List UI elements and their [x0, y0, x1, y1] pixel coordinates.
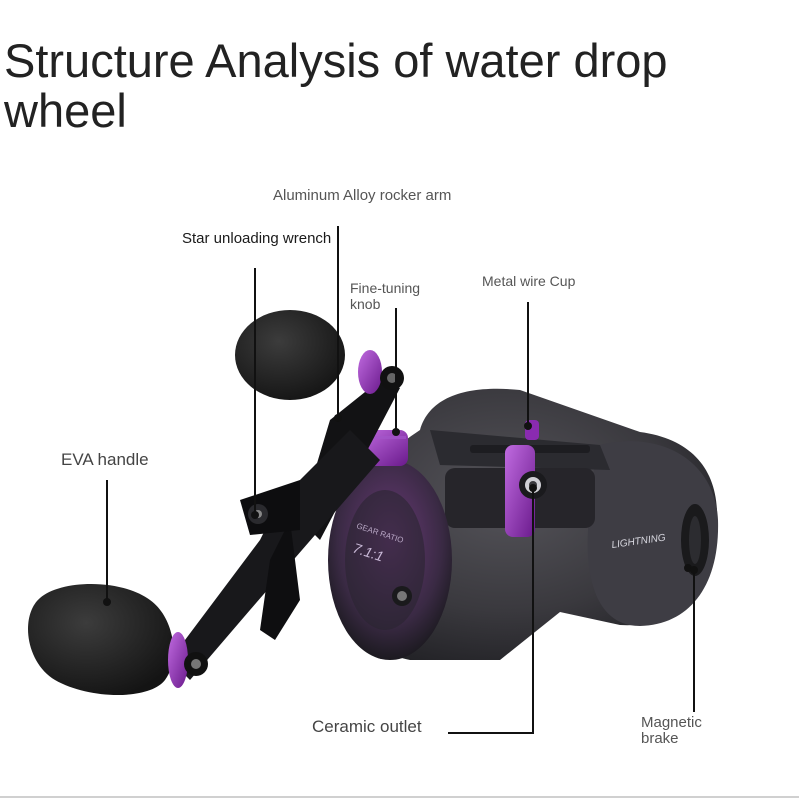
right-side-plate [587, 441, 719, 626]
bottom-divider [0, 796, 799, 798]
label-fine-tuning: Fine-tuning knob [350, 280, 421, 312]
page-title: Structure Analysis of water drop wheel [4, 34, 668, 137]
lower-eva-knob [27, 584, 208, 695]
leader-lines [106, 226, 695, 734]
label-star-wrench: Star unloading wrench [182, 230, 332, 247]
label-eva-handle: EVA handle [61, 450, 149, 469]
label-wire-cup: Metal wire Cup [482, 273, 576, 289]
star-drag [240, 480, 300, 535]
upper-eva-knob [235, 310, 404, 400]
label-ceramic-outlet: Ceramic outlet [312, 717, 422, 736]
label-rocker-arm: Aluminum Alloy rocker arm [273, 187, 452, 204]
label-magnetic-brake: Magnetic brake [641, 714, 702, 747]
